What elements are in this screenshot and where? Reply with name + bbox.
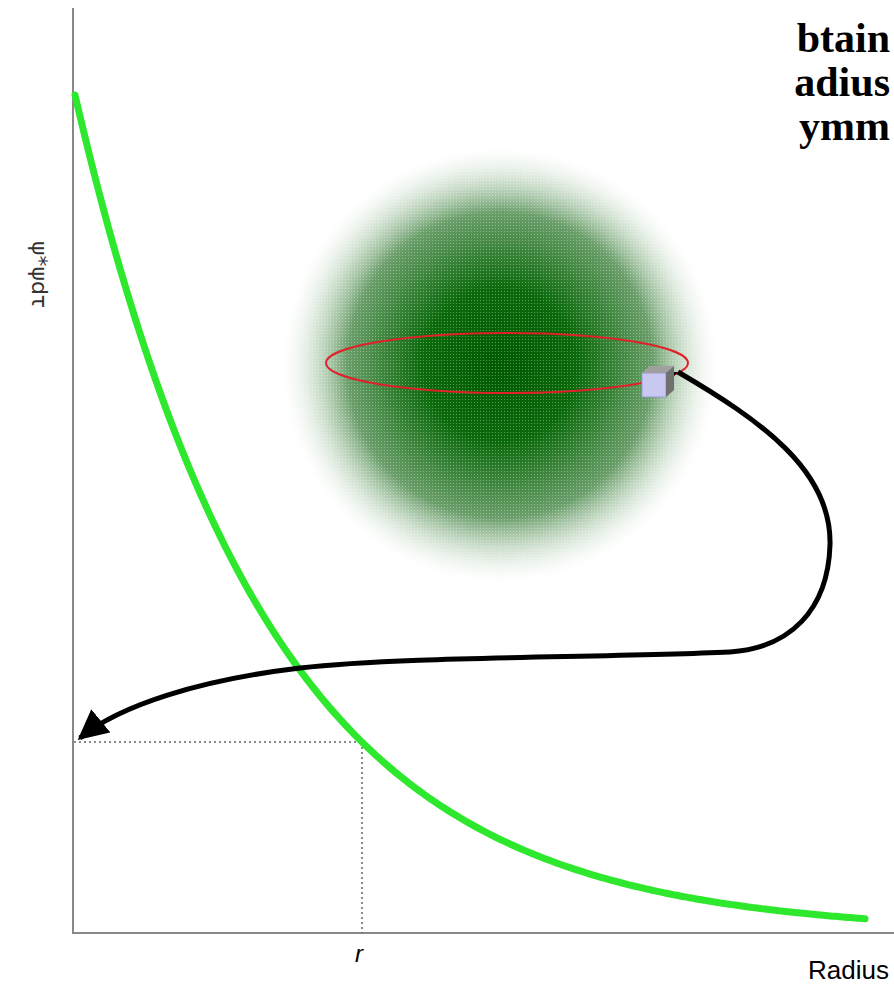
electron-cloud bbox=[282, 147, 718, 583]
heading-fragment: btain bbox=[797, 14, 890, 62]
y-axis bbox=[72, 8, 74, 934]
x-axis bbox=[72, 932, 894, 934]
axis-title: ψ*ψdτ bbox=[28, 241, 53, 308]
axis-tick-label: r bbox=[355, 940, 363, 968]
cloud-texture bbox=[282, 147, 718, 583]
heading-fragment: adius bbox=[794, 58, 890, 106]
dotted-guide bbox=[74, 741, 362, 743]
orbit-ellipse bbox=[326, 333, 688, 393]
heading-fragment: ymm bbox=[799, 102, 890, 150]
pointer-arrow bbox=[80, 545, 830, 738]
volume-cube bbox=[642, 366, 674, 397]
pointer-arrow bbox=[678, 372, 830, 545]
axis-title: Radius bbox=[808, 955, 889, 986]
dotted-guide bbox=[361, 742, 363, 933]
probability-curve bbox=[75, 95, 865, 919]
